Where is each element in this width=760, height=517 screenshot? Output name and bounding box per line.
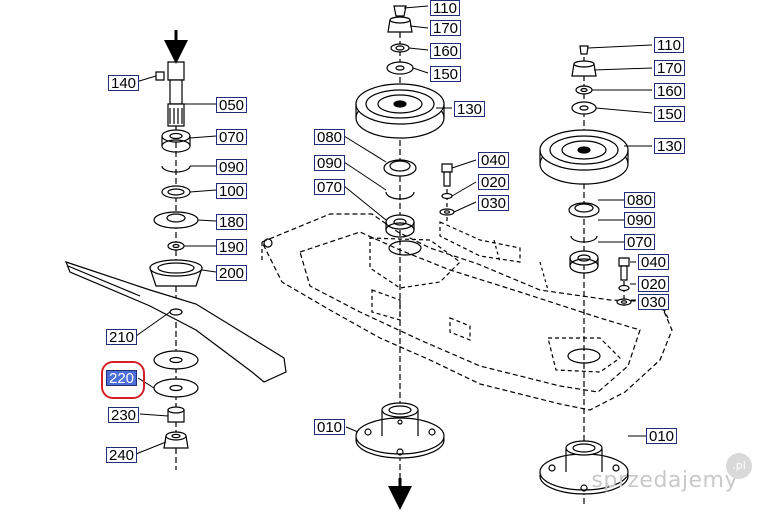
watermark-badge: .pl [726, 453, 752, 479]
bolt-group-right [616, 257, 632, 308]
part-callout-070-center[interactable]: 070 [314, 179, 346, 196]
part-callout-040-right[interactable]: 040 [638, 254, 670, 271]
part-callout-020-center[interactable]: 020 [478, 174, 510, 191]
part-callout-230[interactable]: 230 [108, 407, 140, 424]
part-callout-010-center[interactable]: 010 [314, 419, 346, 436]
part-callout-180[interactable]: 180 [216, 214, 248, 231]
part-callout-150-right[interactable]: 150 [654, 106, 686, 123]
part-callout-110-center[interactable]: 110 [430, 0, 460, 17]
part-callout-170-center[interactable]: 170 [430, 20, 462, 37]
right-spindle-stack [539, 45, 629, 505]
part-callout-020-right[interactable]: 020 [638, 276, 670, 293]
part-callout-080-right[interactable]: 080 [624, 192, 656, 209]
center-spindle-stack [355, 5, 445, 492]
part-callout-090-right[interactable]: 090 [624, 212, 656, 229]
part-callout-050[interactable]: 050 [216, 97, 248, 114]
part-callout-210[interactable]: 210 [106, 329, 138, 346]
part-callout-070-right[interactable]: 070 [624, 234, 656, 251]
part-callout-240[interactable]: 240 [106, 447, 138, 464]
part-callout-160-right[interactable]: 160 [654, 83, 686, 100]
part-callout-100[interactable]: 100 [216, 183, 248, 200]
part-callout-200[interactable]: 200 [216, 265, 248, 282]
left-blade-assembly [64, 52, 287, 470]
part-callout-170-right[interactable]: 170 [654, 60, 686, 77]
part-callout-040-center[interactable]: 040 [478, 152, 510, 169]
part-callout-160-center[interactable]: 160 [430, 43, 462, 60]
part-callout-090-center[interactable]: 090 [314, 155, 346, 172]
bolt-group-center [439, 163, 455, 222]
part-callout-080-center[interactable]: 080 [314, 129, 346, 146]
watermark-text: sprzedajemy [591, 468, 738, 493]
part-callout-070-left[interactable]: 070 [216, 129, 248, 146]
part-callout-190[interactable]: 190 [216, 239, 248, 256]
part-callout-030-right[interactable]: 030 [638, 294, 670, 311]
part-callout-130-right[interactable]: 130 [654, 138, 686, 155]
part-callout-130-center[interactable]: 130 [454, 101, 486, 118]
leader-lines [135, 5, 653, 455]
part-callout-010-right[interactable]: 010 [646, 428, 678, 445]
part-callout-220[interactable]: 220 [106, 370, 138, 387]
part-callout-030-center[interactable]: 030 [478, 195, 510, 212]
part-callout-150-center[interactable]: 150 [430, 66, 462, 83]
selected-part-highlight [101, 361, 145, 399]
mower-deck [261, 213, 673, 411]
part-callout-110-right[interactable]: 110 [654, 37, 684, 54]
part-callout-140[interactable]: 140 [108, 75, 140, 92]
part-callout-090-left[interactable]: 090 [216, 159, 248, 176]
